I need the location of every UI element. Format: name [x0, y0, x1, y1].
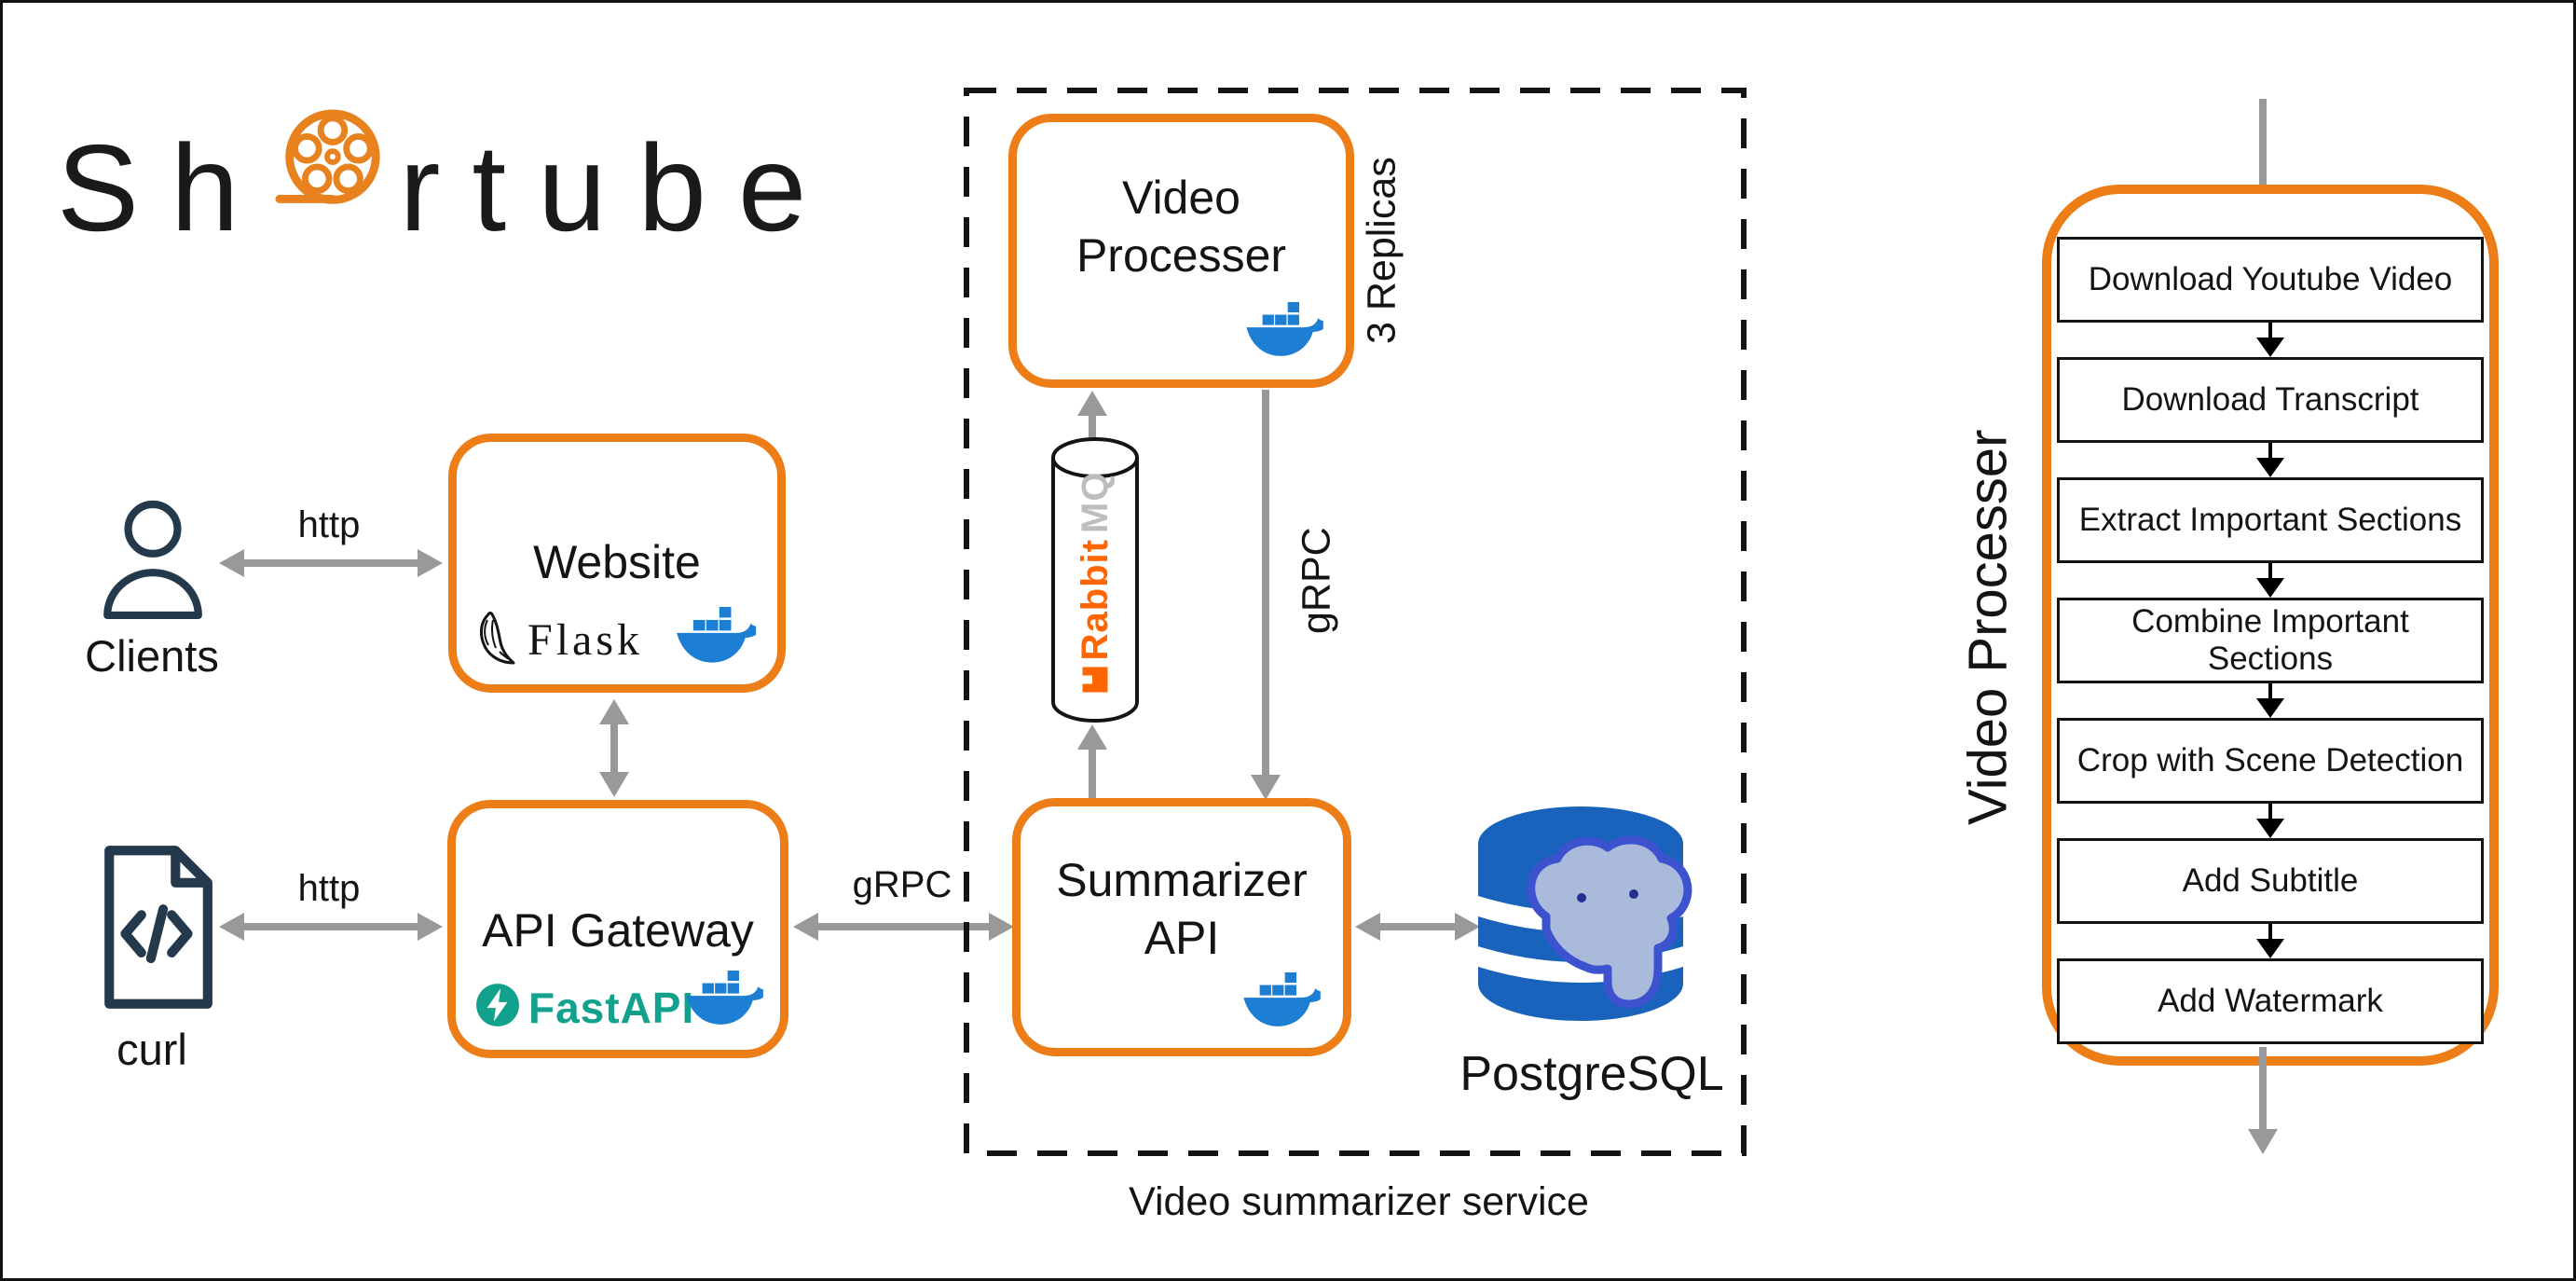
http-top-label: http — [297, 504, 361, 545]
api-gateway-title: API Gateway — [482, 904, 754, 957]
shortube-logo: Sh rtube — [57, 92, 838, 258]
flow-arrow — [2057, 683, 2484, 718]
grpc-vertical-label: gRPC — [1294, 527, 1339, 635]
service-group-label: Video summarizer service — [1129, 1178, 1589, 1224]
summarizer-title-line2: API — [1144, 912, 1220, 964]
http-bottom-label: http — [297, 868, 361, 909]
replicas-note: 3 Replicas — [1359, 157, 1404, 345]
flow-step: Add Watermark — [2057, 958, 2484, 1044]
docker-icon — [1240, 972, 1322, 1037]
fastapi-badge: FastAPI — [474, 982, 694, 1033]
arrow-gateway-summarizer — [793, 912, 1014, 942]
arrow-summarizer-postgres — [1355, 912, 1480, 942]
curl-label: curl — [116, 1024, 187, 1074]
grpc-horizontal-label: gRPC — [852, 864, 952, 905]
arrow-queue-processer — [1076, 391, 1108, 441]
website-node: Website Flask — [448, 434, 786, 693]
flow-step: Combine Important Sections — [2057, 598, 2484, 683]
arrow-clients-website — [219, 548, 443, 578]
flow-arrow — [2057, 563, 2484, 598]
arrow-out-of-panel — [2247, 1047, 2279, 1154]
clients-icon — [96, 499, 210, 628]
docker-icon — [673, 607, 759, 673]
postgresql-label: PostgreSQL — [1459, 1047, 1724, 1101]
arrow-processer-summarizer — [1250, 390, 1281, 800]
api-gateway-node: API Gateway FastAPI — [447, 800, 788, 1058]
video-processer-title-line1: Video — [1122, 172, 1240, 224]
rabbitmq-icon — [1081, 666, 1109, 694]
flask-badge: Flask — [475, 609, 643, 671]
postgresql-icon — [1475, 805, 1710, 1035]
arrow-website-gateway — [598, 699, 630, 797]
video-processer-node: Video Processer — [1008, 114, 1354, 388]
service-group-border — [964, 88, 1747, 1156]
panel-side-title: Video Processer — [1957, 429, 2019, 826]
logo-text-prefix: Sh — [57, 119, 271, 256]
summarizer-title-line1: Summarizer — [1056, 854, 1308, 906]
flow-step: Download Youtube Video — [2057, 237, 2484, 323]
flow-arrow — [2057, 924, 2484, 958]
flow-arrow — [2057, 804, 2484, 838]
flask-label: Flask — [528, 615, 644, 665]
docker-icon — [1243, 302, 1325, 366]
arrow-summarizer-queue — [1076, 724, 1108, 799]
arrow-curl-gateway — [219, 912, 443, 942]
rabbitmq-label: Rabbit MQ — [1074, 440, 1116, 725]
flow-arrow — [2057, 443, 2484, 477]
flow-step: Extract Important Sections — [2057, 477, 2484, 563]
docker-icon — [683, 971, 765, 1035]
processing-steps: Download Youtube Video Download Transcri… — [2057, 237, 2484, 1044]
film-reel-icon — [272, 107, 386, 249]
fastapi-icon — [474, 982, 521, 1033]
rabbitmq-queue: Rabbit MQ — [1049, 435, 1141, 724]
flask-icon — [475, 609, 524, 671]
flow-step: Crop with Scene Detection — [2057, 718, 2484, 804]
clients-label: Clients — [85, 630, 219, 681]
fastapi-label: FastAPI — [528, 983, 695, 1032]
logo-text-suffix: rtube — [399, 119, 839, 256]
flow-step: Add Subtitle — [2057, 838, 2484, 924]
video-processer-title-line2: Processer — [1076, 229, 1287, 282]
summarizer-api-node: Summarizer API — [1012, 798, 1351, 1056]
rabbitmq-label-rabbit: Rabbit — [1074, 539, 1116, 661]
flow-arrow — [2057, 323, 2484, 357]
curl-icon — [96, 845, 219, 1015]
flow-step: Download Transcript — [2057, 357, 2484, 443]
website-title: Website — [533, 536, 701, 588]
rabbitmq-label-mq: MQ — [1074, 471, 1116, 533]
